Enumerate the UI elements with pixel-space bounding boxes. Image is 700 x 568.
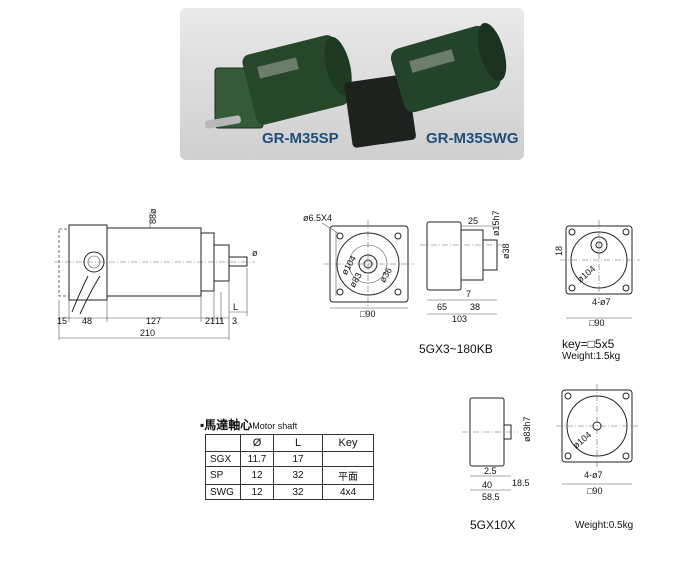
dim-3: 3 <box>232 316 237 326</box>
shaft-title-cn: 馬達軸心 <box>204 418 253 432</box>
dim-5gx10-40: 40 <box>482 480 492 490</box>
caption-weight-1: Weight:1.5kg <box>562 351 621 362</box>
flange-square: □90 <box>360 309 375 319</box>
dim-5gx3-boss: ø38 <box>501 243 511 259</box>
shaft-table: Ø L Key SGX 11.7 17 SP 12 32 平面 SWG 12 3… <box>205 434 374 500</box>
table-row: SP 12 32 平面 <box>205 466 374 485</box>
caption-key: key=□5x5 <box>562 337 615 351</box>
caption-5gx10: 5GX10X <box>470 518 516 532</box>
table-cell: 32 <box>273 466 323 485</box>
gearbox-5gx10-front: ø104 4-ø7 □90 <box>556 384 638 496</box>
flange-front-view: ø6.5X4 ø104 ø83 ø36 □90 <box>303 213 414 319</box>
caption-weight-2: Weight:0.5kg <box>575 520 634 531</box>
dim-5gx10f-square: □90 <box>587 486 602 496</box>
dim-5gx3-25: 25 <box>468 216 478 226</box>
table-row: SWG 12 32 4x4 <box>205 484 374 500</box>
dim-5gx3-shaft: ø15h7 <box>491 210 501 236</box>
table-header-empty <box>205 434 241 452</box>
flange-center: ø36 <box>378 266 394 284</box>
dim-5gx10f-holes: 4-ø7 <box>584 470 603 480</box>
motor-side-view: 88ø ø 15 48 127 21 11 3 L 210 <box>54 208 258 340</box>
dim-shaft-dia: ø <box>252 248 258 258</box>
dim-210: 210 <box>140 328 155 338</box>
gearbox-5gx3-front: 18 ø104 4-ø7 □90 <box>554 220 640 328</box>
table-cell: 12 <box>240 466 274 485</box>
table-header: L <box>273 434 323 452</box>
dim-48: 48 <box>82 316 92 326</box>
dim-5gx10-185: 18.5 <box>512 478 530 488</box>
table-cell: SGX <box>205 451 241 467</box>
dim-15: 15 <box>57 316 67 326</box>
dim-5gx3f-square: □90 <box>589 318 604 328</box>
table-row: SGX 11.7 17 <box>205 451 374 467</box>
table-cell: 11.7 <box>240 451 274 467</box>
dim-5gx3-65: 65 <box>437 302 447 312</box>
dim-127: 127 <box>146 316 161 326</box>
dim-5gx10-585: 58.5 <box>482 492 500 502</box>
motor-sp-photo <box>205 35 352 129</box>
gearbox-5gx3-side: 25 ø15h7 ø38 65 7 38 103 <box>420 210 511 324</box>
table-cell: 4x4 <box>322 484 374 500</box>
motor-swg-photo <box>344 22 507 148</box>
model-label-swg: GR-M35SWG <box>426 130 519 147</box>
dim-5gx10-25: 2.5 <box>484 466 497 476</box>
dim-L: L <box>233 302 238 312</box>
table-cell: 平面 <box>322 466 374 485</box>
caption-5gx3: 5GX3~180KB <box>419 342 493 356</box>
dim-88: 88ø <box>148 208 158 224</box>
dim-5gx3f-pcd: ø104 <box>575 264 597 285</box>
dim-5gx3f-holes: 4-ø7 <box>592 297 611 307</box>
dim-21: 21 <box>205 316 215 326</box>
table-cell: 12 <box>240 484 274 500</box>
dim-5gx10-pilot: ø83h7 <box>522 416 532 442</box>
flange-holes: ø6.5X4 <box>303 213 332 223</box>
table-cell: 32 <box>273 484 323 500</box>
table-header: Ø <box>240 434 274 452</box>
table-cell: 17 <box>273 451 323 467</box>
model-label-sp: GR-M35SP <box>262 130 339 147</box>
dim-5gx3-103: 103 <box>452 314 467 324</box>
table-cell: SP <box>205 466 241 485</box>
table-cell: SWG <box>205 484 241 500</box>
dim-5gx3f-18: 18 <box>554 246 564 256</box>
shaft-table-title: ▪馬達軸心Motor shaft <box>200 418 298 432</box>
dim-5gx10f-pcd: ø104 <box>571 430 593 451</box>
table-header: Key <box>322 434 374 452</box>
dim-5gx3-38: 38 <box>470 302 480 312</box>
shaft-title-en: Motor shaft <box>252 421 298 431</box>
dim-5gx3-7: 7 <box>466 289 471 299</box>
dim-11: 11 <box>215 316 224 326</box>
table-cell <box>322 451 374 467</box>
gearbox-5gx10-side: ø83h7 2.5 40 18.5 58.5 <box>462 397 532 502</box>
table-header-row: Ø L Key <box>205 434 374 452</box>
